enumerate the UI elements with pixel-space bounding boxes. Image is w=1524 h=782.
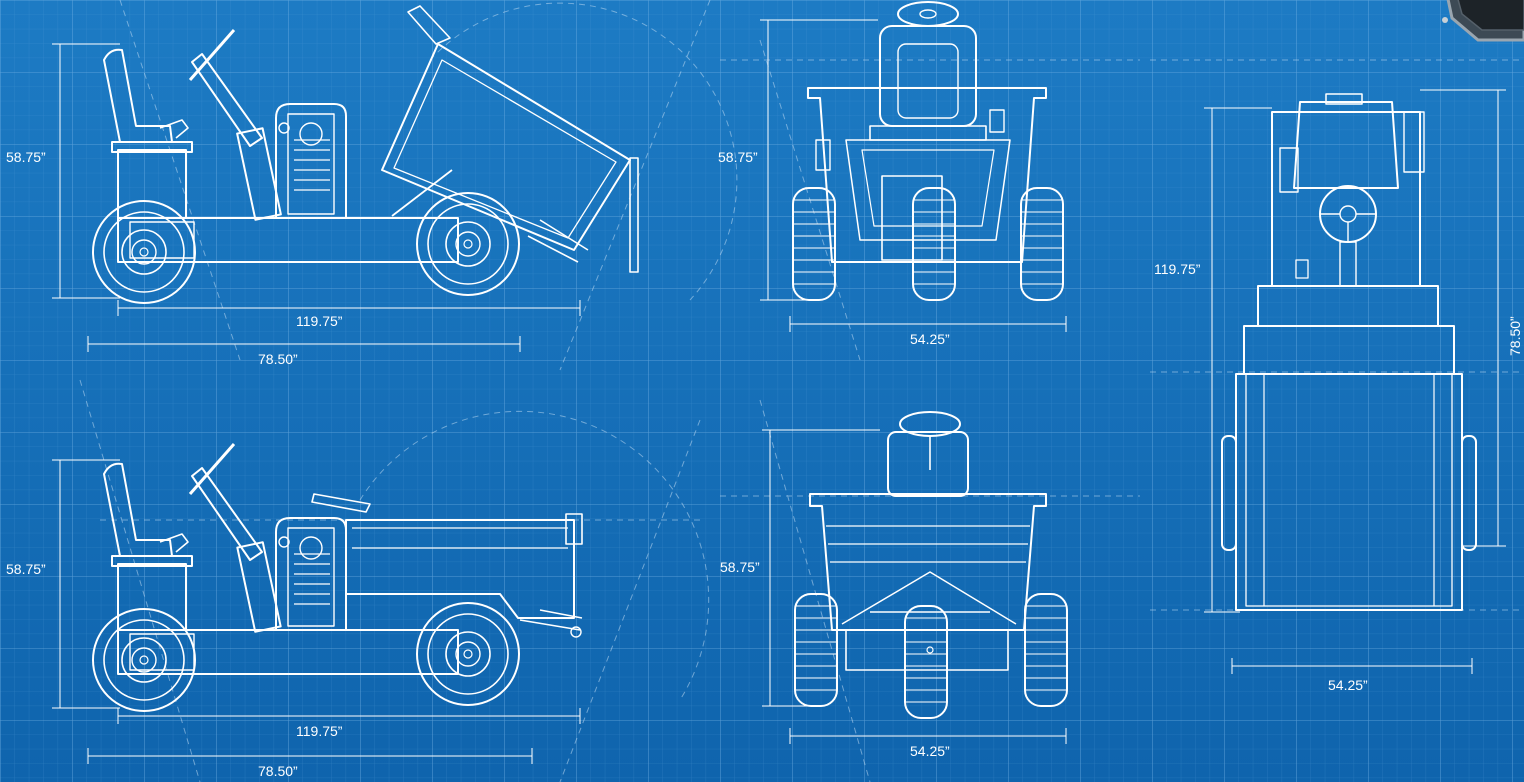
height-dimension-label: 58.75” [6, 149, 46, 165]
dump-bed-lip [407, 5, 451, 45]
lift-ram [391, 169, 453, 217]
column-base [236, 127, 282, 221]
steering-wheel-side [188, 443, 236, 495]
engine-louvres [294, 139, 330, 191]
tailgate [565, 513, 583, 545]
cr-emblem-icon [299, 536, 323, 560]
control-box [1279, 147, 1299, 193]
seat [103, 462, 173, 557]
hitch-point [926, 646, 934, 654]
chassis-frame [117, 629, 459, 675]
side-view-tipped [92, 5, 639, 304]
dimensions-rear [762, 429, 1067, 744]
side-view-level [92, 443, 583, 712]
height-dimension-label: 58.75” [718, 149, 758, 165]
mirror-left [815, 139, 831, 171]
width-dimension-label: 54.25” [910, 331, 950, 347]
dimensions-front [760, 19, 1067, 332]
tailgate [629, 157, 639, 273]
steering-column [191, 53, 263, 147]
seat-pedestal [117, 149, 187, 219]
steering-hub [919, 9, 937, 19]
top-view [1221, 93, 1477, 611]
length-dimension-label: 119.75” [296, 313, 343, 329]
front-view [792, 1, 1064, 301]
seat [103, 48, 173, 143]
engine-cap [278, 122, 290, 134]
rear-view [794, 411, 1068, 719]
engine-louvres [294, 553, 330, 605]
engine-grille [287, 113, 335, 215]
pedal [1295, 259, 1309, 279]
bed-cross-brace [841, 571, 1017, 625]
steering-wheel-icon [897, 1, 959, 27]
hitch-pin [570, 626, 582, 638]
dimensions-top [1204, 89, 1506, 674]
dimensions-side-tipped [52, 43, 581, 352]
length-dimension-label: 119.75” [1154, 261, 1201, 277]
height-dimension-label: 58.75” [6, 561, 46, 577]
steering-column-top [1339, 241, 1357, 287]
cr-emblem-icon [299, 122, 323, 146]
mirror-right [989, 109, 1005, 133]
cab-panel-inner [861, 149, 995, 227]
side-pod-right [1403, 111, 1425, 173]
wheelbase-dimension-label: 78.50” [258, 351, 298, 367]
dimensions-side-level [52, 459, 581, 764]
seat-headrest [1325, 93, 1363, 105]
width-dimension-label: 54.25” [910, 743, 950, 759]
height-dimension-label: 58.75” [720, 559, 760, 575]
wheelbase-dimension-label: 78.50” [258, 763, 298, 779]
steering-column [191, 467, 263, 561]
engine-cap [278, 536, 290, 548]
width-dimension-label: 54.25” [1328, 677, 1368, 693]
seat-cushion [869, 125, 987, 141]
wheel-right-top [1461, 435, 1477, 551]
column-base [236, 541, 282, 633]
wheel-left-top [1221, 435, 1237, 551]
hinge-arm [519, 609, 583, 631]
wheelbase-dimension-label: 78.50” [1507, 316, 1523, 356]
joystick-lever [159, 533, 189, 553]
length-dimension-label: 119.75” [296, 723, 343, 739]
bed-ribs [826, 525, 1030, 563]
engine-cover [275, 103, 347, 218]
engine-grille [287, 527, 335, 627]
steering-spokes [1320, 213, 1376, 242]
logo-badge-icon [1442, 0, 1524, 42]
chassis-frame [117, 217, 459, 263]
bed-floor-lines [1263, 374, 1435, 606]
seat-back-inner [897, 43, 959, 119]
seat-back [887, 431, 969, 497]
dump-bed-level [345, 519, 575, 619]
hinge-arm [527, 219, 589, 263]
joystick-lever [159, 119, 189, 139]
dump-bed-lip [311, 493, 371, 513]
dump-bed-inner [352, 527, 568, 549]
steering-wheel-side [188, 29, 236, 81]
seat-pedestal [117, 563, 187, 631]
